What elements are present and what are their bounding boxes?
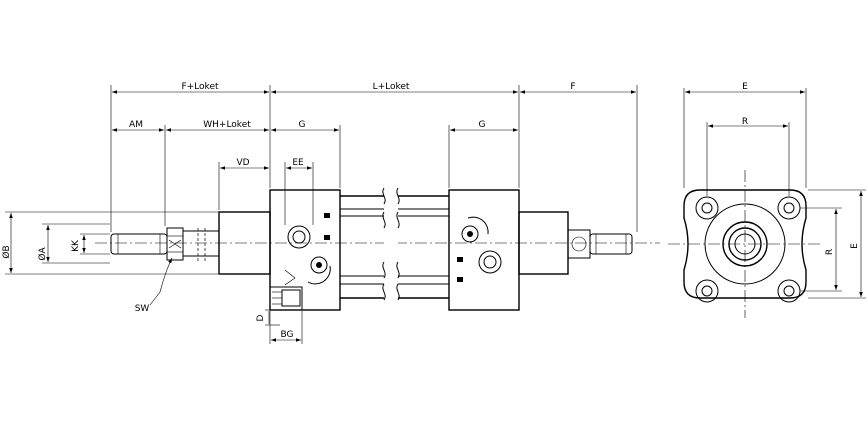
rear-rod [518,211,633,275]
label-l-loket: L+Loket [373,82,410,92]
label-dia-a: ØA [37,247,48,261]
piston-rod-left [110,227,219,262]
label-vd: VD [236,158,249,168]
label-f-loket: F+Loket [181,82,219,92]
label-sw: SW [135,304,150,314]
rear-end-cap [448,189,520,311]
label-dia-b: ØB [1,245,12,258]
label-d: D [256,314,266,321]
label-r-top: R [742,117,748,127]
label-e-top: E [742,82,748,92]
label-kk: KK [71,239,81,252]
side-view [5,85,660,344]
label-ee: EE [292,158,304,168]
dimensions-top [110,85,638,232]
cylinder-barrel [340,186,449,308]
dimension-labels: F+Loket L+Loket F E AM WH+Loket G G R VD… [1,82,860,340]
front-end-cap [269,189,341,311]
label-g-left: G [299,120,306,130]
label-bg: BG [281,330,294,340]
dimensions-left [5,211,218,306]
end-cap-outline [683,189,807,299]
label-g-right: G [479,120,486,130]
label-r-side: R [825,249,835,255]
end-view [668,88,866,318]
label-wh-loket: WH+Loket [203,120,251,130]
label-e-side: E [850,243,860,249]
label-am: AM [129,120,143,130]
dimensions-bottom [265,309,303,344]
label-f: F [570,82,575,92]
